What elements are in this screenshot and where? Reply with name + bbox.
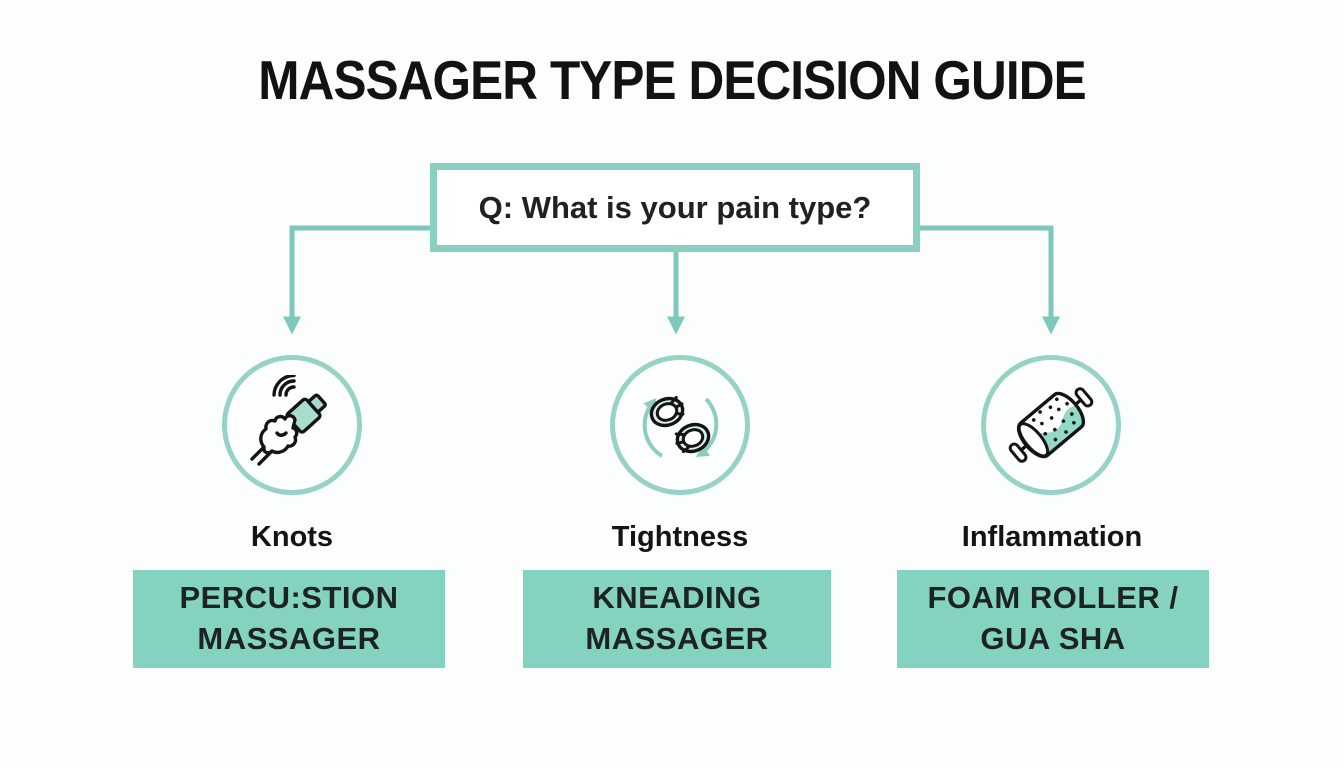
foam-roller-icon xyxy=(1008,387,1094,463)
result-line: MASSAGER xyxy=(197,621,381,656)
result-line: PERCU:STION xyxy=(179,580,399,616)
result-box-kneading-massager: KNEADING MASSAGER xyxy=(523,570,831,668)
result-box-percussion-massager: PERCU:STION MASSAGER xyxy=(133,570,445,668)
branch-circle-knots xyxy=(222,355,362,495)
branch-label-knots: Knots xyxy=(250,521,334,553)
question-label: Q: What is your pain type? xyxy=(478,189,872,225)
branch-label-tightness: Tightness xyxy=(611,521,749,553)
kneading-massager-icon xyxy=(642,395,719,458)
result-line: GUA SHA xyxy=(980,621,1126,656)
branch-circle-tightness xyxy=(610,355,750,495)
result-line: KNEADING xyxy=(592,580,762,616)
result-line: MASSAGER xyxy=(585,621,769,656)
question-box: Q: What is your pain type? xyxy=(430,163,920,252)
percussion-massager-icon xyxy=(250,375,327,466)
result-box-foam-roller-gua-sha: FOAM ROLLER / GUA SHA xyxy=(897,570,1209,668)
branch-circle-inflammation xyxy=(981,355,1121,495)
result-line: FOAM ROLLER / xyxy=(927,580,1179,616)
branch-label-inflammation: Inflammation xyxy=(961,521,1143,553)
page-title: MASSAGER TYPE DECISION GUIDE xyxy=(258,49,1086,111)
